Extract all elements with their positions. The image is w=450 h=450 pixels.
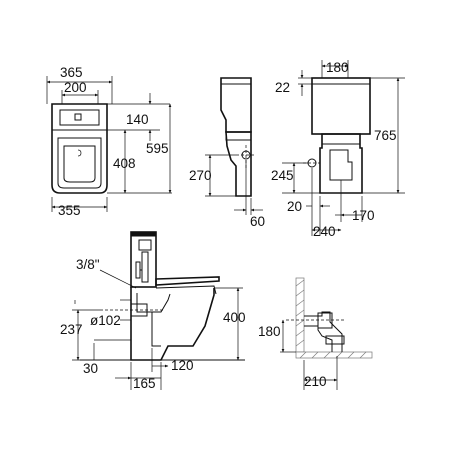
dim-bowl-height: 400 xyxy=(223,310,246,325)
dim-inlet-thread: 3/8" xyxy=(76,257,100,272)
dim-outlet-height: 237 xyxy=(60,322,83,337)
dim-side-outlet-offset: 60 xyxy=(250,214,265,229)
dim-side-outlet-height: 270 xyxy=(189,168,212,183)
floor xyxy=(295,351,373,359)
dim-base-width: 355 xyxy=(58,203,81,218)
section-bowl xyxy=(130,287,215,361)
drain-pipe xyxy=(304,311,343,352)
dim-outlet-diameter: ø102 xyxy=(90,313,121,328)
section-seat xyxy=(155,276,220,286)
dim-connection-height: 180 xyxy=(258,324,281,339)
dim-wall-distance: 210 xyxy=(304,374,327,389)
top-view-outline xyxy=(51,103,108,194)
dim-overall-depth: 595 xyxy=(146,141,169,156)
dim-cistern-depth: 140 xyxy=(126,112,149,127)
dim-rear-top-offset: 22 xyxy=(275,80,290,95)
top-view: 365 200 140 408 595 355 xyxy=(46,65,172,218)
dim-floor-offset: 30 xyxy=(83,361,98,376)
dim-outlet-length: 120 xyxy=(171,358,194,373)
flush-button xyxy=(74,113,82,121)
side-view-bowl xyxy=(225,131,252,197)
dim-bowl-depth: 408 xyxy=(113,156,136,171)
dim-rear-overall-height: 765 xyxy=(374,128,397,143)
rear-view-cistern xyxy=(311,77,371,135)
dim-overall-width: 365 xyxy=(60,65,83,80)
rear-view: 180 22 765 245 20 170 240 xyxy=(271,60,405,239)
dim-cistern-width: 200 xyxy=(64,80,87,95)
dim-rear-edge-offset: 20 xyxy=(287,199,302,214)
dim-rear-distance: 165 xyxy=(133,376,156,391)
connection-view: 180 210 xyxy=(258,277,373,390)
side-view-cistern xyxy=(220,77,252,133)
dim-rear-inlet-height: 245 xyxy=(271,168,294,183)
section-view: 3/8" 400 ø102 237 30 165 120 xyxy=(60,231,246,391)
dim-rear-base-width: 240 xyxy=(313,224,336,239)
dim-rear-outlet-width: 170 xyxy=(352,208,375,223)
side-view: 270 60 xyxy=(189,77,265,229)
top-view-cistern xyxy=(51,103,108,131)
dim-rear-top-width: 180 xyxy=(326,60,349,75)
top-view-seat xyxy=(57,137,102,189)
